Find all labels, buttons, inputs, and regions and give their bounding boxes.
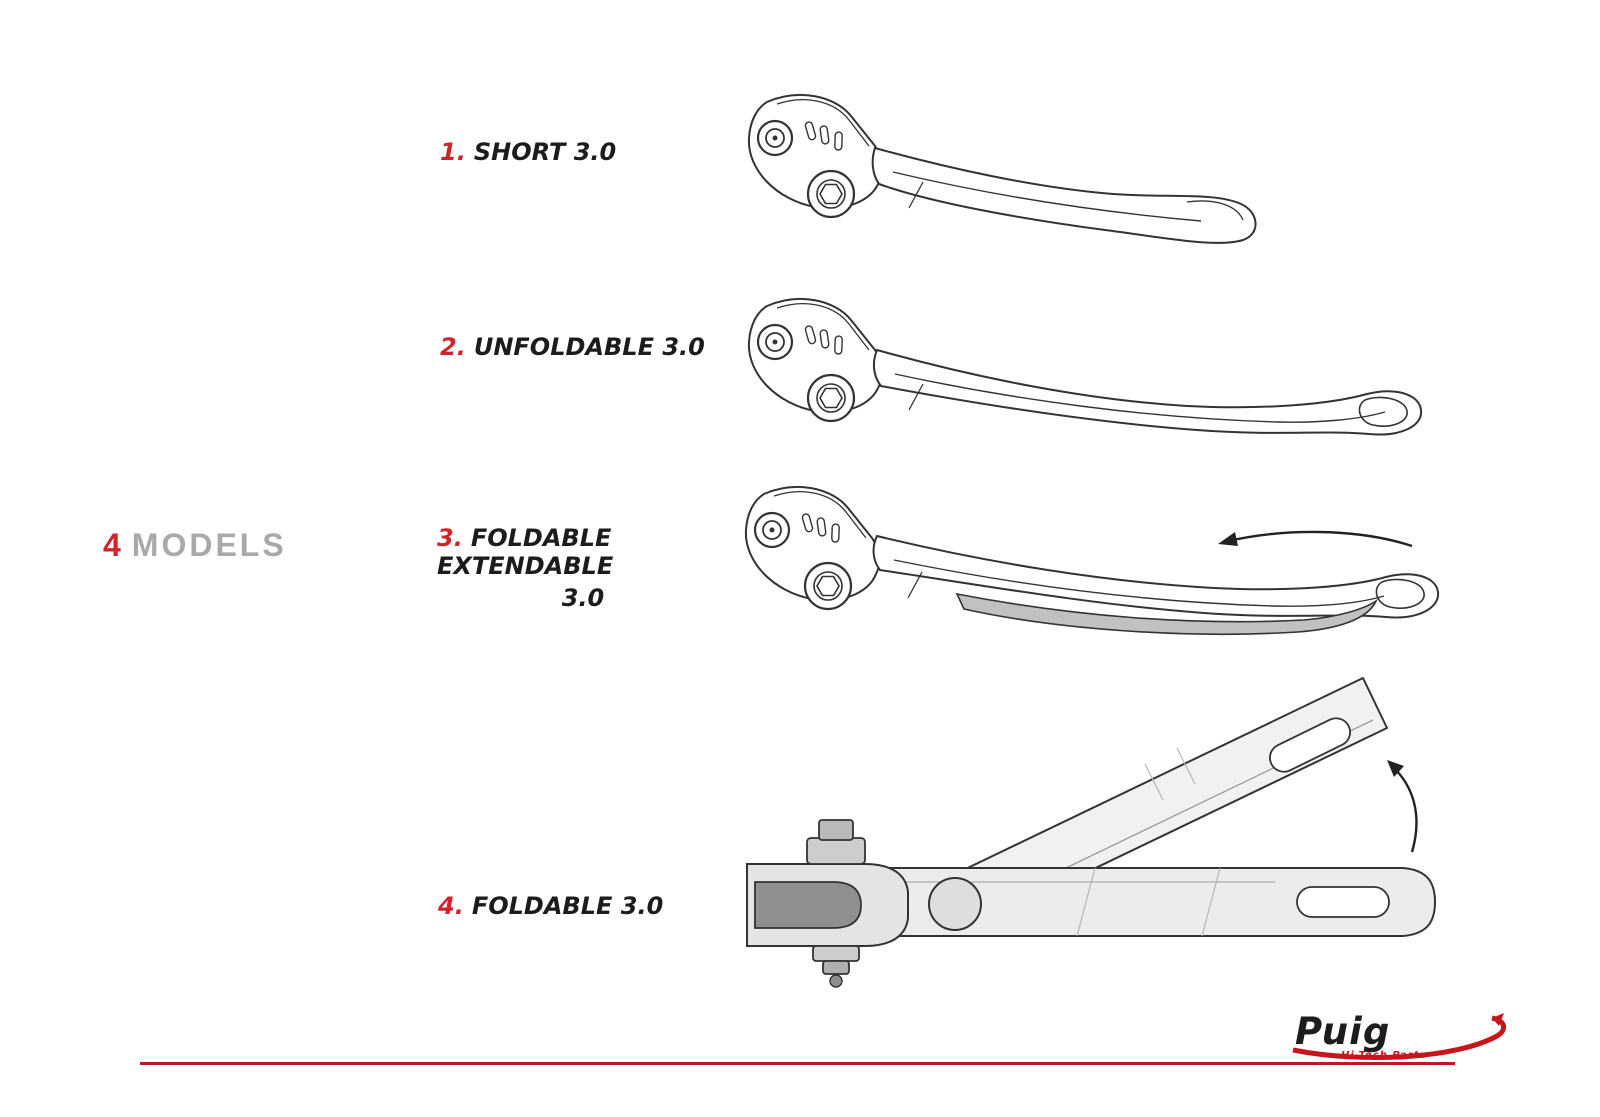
- lever-unfoldable-blade: [872, 348, 1423, 436]
- pivot-circle: [928, 877, 982, 931]
- model-2-label: 2.UNFOLDABLE 3.0: [440, 333, 705, 361]
- extendable-insert: [955, 592, 1378, 636]
- puig-logo-tagline: Hi-Tech Parts: [1341, 1050, 1427, 1061]
- lever-short-illustration: [747, 94, 1257, 244]
- puig-logo-text: Puig: [1295, 1010, 1391, 1053]
- model-3-label: 3.FOLDABLE EXTENDABLE 3.0: [437, 524, 729, 612]
- model-3-number: 3.: [437, 524, 463, 552]
- model-2-name: UNFOLDABLE 3.0: [473, 333, 705, 361]
- model-4-number: 4.: [438, 892, 464, 920]
- extend-arrow-icon: [1218, 530, 1413, 548]
- fold-arrow-icon: [1387, 760, 1418, 853]
- bottom-rule: [140, 1062, 1455, 1065]
- model-1-name: SHORT 3.0: [473, 138, 617, 166]
- model-3-name-line2: 3.0: [561, 584, 605, 612]
- lever-pivot-body: [747, 94, 884, 219]
- puig-logo: Puig Hi-Tech Parts: [1285, 1008, 1525, 1062]
- model-1-number: 1.: [440, 138, 466, 166]
- lever-short-blade: [871, 146, 1257, 244]
- lever-pivot-body: [747, 298, 884, 423]
- lever-foldable-extendable-illustration: [744, 486, 1440, 636]
- lever-extendable-blade: [872, 534, 1440, 636]
- clevis-bracket: [746, 819, 909, 988]
- lever-foldable-illustration: [746, 677, 1437, 988]
- lever-unfoldable-illustration: [747, 298, 1423, 436]
- model-3-name: FOLDABLE EXTENDABLE: [437, 524, 614, 580]
- lever-pivot-body: [744, 486, 881, 611]
- models-count: 4: [103, 527, 122, 563]
- model-2-number: 2.: [440, 333, 466, 361]
- models-word: MODELS: [131, 527, 287, 563]
- model-4-name: FOLDABLE 3.0: [471, 892, 664, 920]
- puig-swoosh-icon: [1292, 1013, 1507, 1060]
- model-4-label: 4.FOLDABLE 3.0: [438, 892, 663, 920]
- model-1-label: 1.SHORT 3.0: [440, 138, 616, 166]
